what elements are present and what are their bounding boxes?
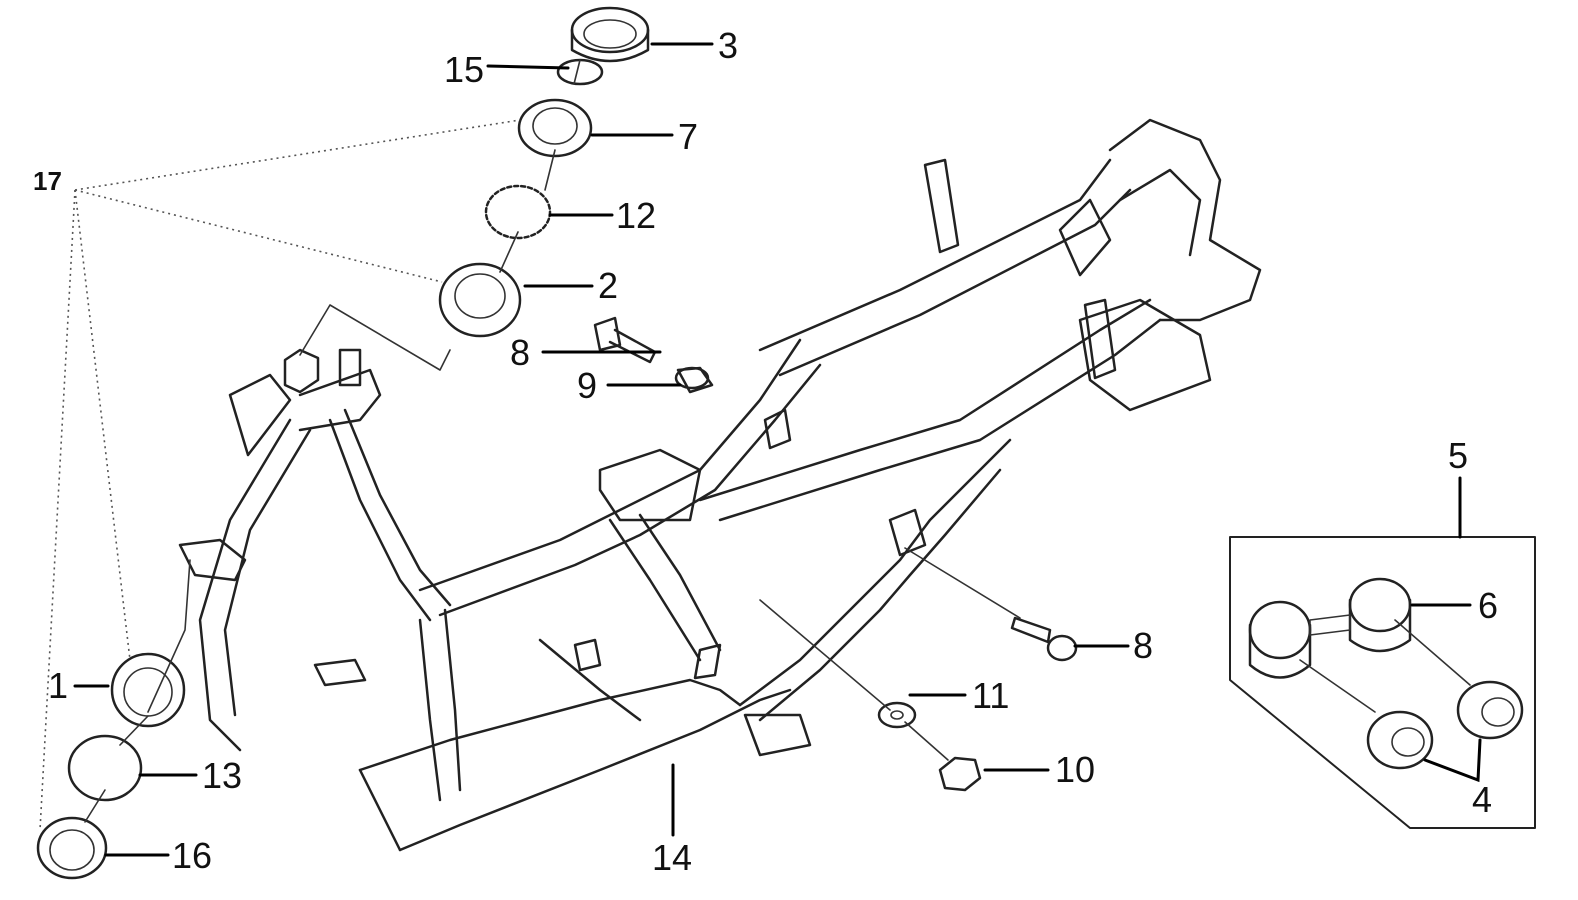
label-9: 9 — [577, 365, 598, 406]
label-7: 7 — [678, 116, 699, 157]
label-8-lower: 8 — [1133, 625, 1154, 666]
label-15: 15 — [444, 49, 485, 90]
label-16: 16 — [172, 835, 213, 876]
label-12: 12 — [616, 195, 657, 236]
label-10: 10 — [1055, 749, 1096, 790]
label-1: 1 — [48, 665, 69, 706]
label-13: 13 — [202, 755, 243, 796]
engine-mount-hardware — [759, 547, 1078, 792]
label-6: 6 — [1478, 585, 1499, 626]
main-frame — [178, 118, 1262, 852]
label-14: 14 — [652, 837, 693, 878]
assembly-17-leaders — [39, 119, 521, 831]
bushing-kit-box — [1229, 536, 1536, 829]
bolt-and-collar-upper — [593, 316, 714, 394]
label-4: 4 — [1472, 779, 1493, 820]
label-17: 17 — [33, 166, 62, 196]
label-8-upper: 8 — [510, 332, 531, 373]
label-3: 3 — [718, 25, 739, 66]
leader-lines — [73, 42, 1482, 857]
lower-bearing-parts — [36, 559, 191, 880]
label-5: 5 — [1448, 435, 1469, 476]
label-2: 2 — [598, 265, 619, 306]
steering-stem-parts — [299, 6, 650, 371]
label-11: 11 — [972, 675, 1010, 716]
